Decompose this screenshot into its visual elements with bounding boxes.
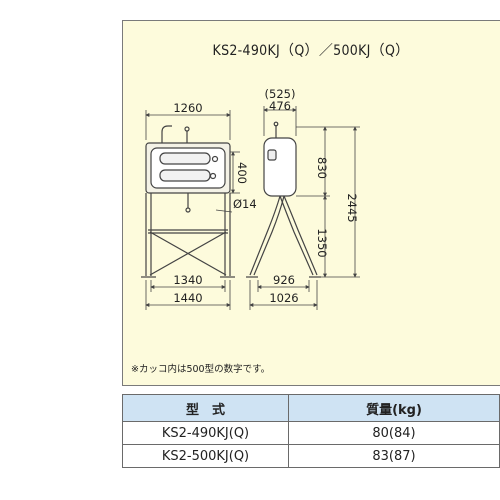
footnote: ※カッコ内は500型の数字です。 (131, 364, 271, 375)
dim-1350: 1350 (315, 228, 329, 257)
model-cell: KS2-490KJ(Q) (122, 421, 289, 445)
table-row: KS2-500KJ(Q) 83(87) (122, 444, 500, 468)
header-mass: 質量(kg) (288, 394, 500, 422)
dim-1340: 1340 (173, 273, 202, 287)
dim-diameter: Ø14 (233, 197, 257, 211)
mass-cell: 83(87) (288, 444, 500, 468)
dim-2445: 2445 (345, 193, 359, 222)
mass-cell: 80(84) (288, 421, 500, 445)
dim-476: 476 (269, 99, 291, 113)
model-cell: KS2-500KJ(Q) (122, 444, 289, 468)
dim-1260: 1260 (173, 101, 202, 115)
dim-400: 400 (235, 162, 249, 184)
front-view (141, 125, 235, 278)
diagram-panel (122, 20, 500, 386)
dim-926: 926 (273, 273, 295, 287)
spec-header-row: 型 式 質量(kg) (122, 394, 500, 422)
side-tank (263, 137, 297, 197)
dim-1440: 1440 (173, 291, 202, 305)
dim-525: (525) (265, 87, 296, 101)
dim-830: 830 (315, 157, 329, 179)
diagram-title: KS2-490KJ（Q）／500KJ（Q） (212, 43, 410, 59)
spec-table: 型 式 質量(kg) KS2-490KJ(Q) 80(84) KS2-500KJ… (122, 394, 500, 468)
header-model: 型 式 (122, 394, 289, 422)
side-view (246, 121, 321, 278)
table-row: KS2-490KJ(Q) 80(84) (122, 421, 500, 445)
dim-1026: 1026 (269, 291, 298, 305)
